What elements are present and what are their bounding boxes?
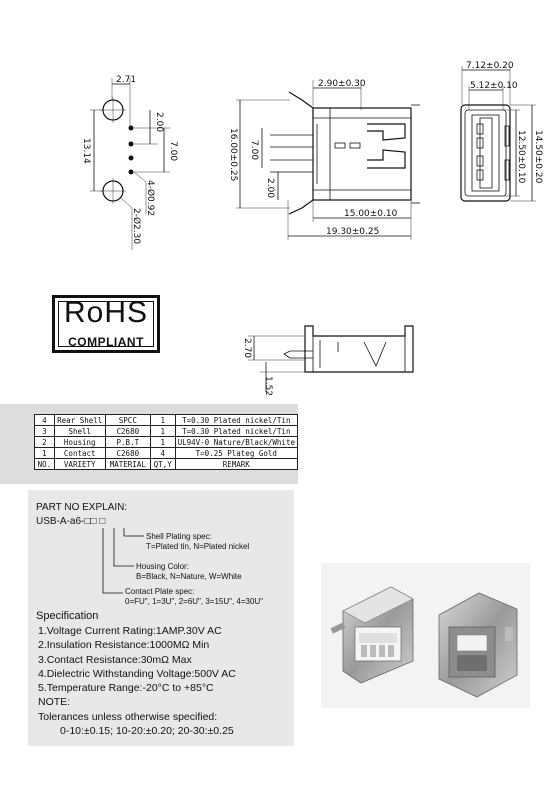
spec-item: 4.Dielectric Withstanding Voltage:500V A… <box>38 667 236 680</box>
bom-table-area: 4 Rear Shell SPCC 1 T=0.30 Plated nickel… <box>0 404 299 484</box>
table-cell: SPCC <box>104 414 151 426</box>
table-cell: 2 <box>34 436 55 448</box>
footprint-view: 2.71 2.00 7.00 13.14 4-Ø0.92 <box>81 75 178 250</box>
footprint-dim-height: 13.14 <box>81 138 91 164</box>
side-housing <box>312 107 412 201</box>
side-dim-len2: 19.30±0.25 <box>326 227 379 237</box>
table-header-cell: QT,Y <box>149 458 176 470</box>
table-cell: C2680 <box>104 447 151 459</box>
side-dim-span: 7.00 <box>249 140 259 160</box>
footprint-dim-span: 7.00 <box>168 141 178 161</box>
front-view: 7.12±0.20 5.12±0.10 12.50±0.10 14.50±0.2… <box>460 61 543 202</box>
pin-hole-3 <box>128 155 134 161</box>
pin-hole-2 <box>128 141 134 147</box>
spec-item: 3.Contact Resistance:30mΩ Max <box>38 653 192 666</box>
side-latch-top <box>288 91 314 109</box>
bom-table: 4 Rear Shell SPCC 1 T=0.30 Plated nickel… <box>34 414 299 470</box>
table-cell: T=0.30 Plated nickel/Tin <box>174 425 299 437</box>
front-dim-height-inner: 12.50±0.10 <box>516 130 526 184</box>
table-cell: T=0.25 Plateg Gold <box>174 447 299 459</box>
shell-plating-title: Shell Plating spec: <box>146 532 212 541</box>
product-photo <box>321 563 530 708</box>
front-dim-width-outer: 7.12±0.20 <box>466 61 514 71</box>
note-line: 0-10:±0.15; 10-20:±0.20; 20-30:±0.25 <box>60 725 234 738</box>
table-cell: UL94V-0 Nature/Black/White <box>174 436 299 448</box>
table-cell: Rear Shell <box>53 414 106 426</box>
front-shell <box>460 104 511 202</box>
front-opening <box>471 114 500 192</box>
table-cell: 4 <box>149 447 176 459</box>
table-cell: 1 <box>34 447 55 459</box>
side-dim-len1: 15.00±0.10 <box>344 209 398 219</box>
table-cell: C2680 <box>104 425 151 437</box>
part-no-code: USB-A-a6-□□ □ <box>36 516 106 527</box>
profile-body <box>304 325 414 373</box>
table-cell: 3 <box>34 425 55 437</box>
spec-title: Specification <box>36 610 99 622</box>
table-row: 2 Housing P.B.T 1 UL94V-0 Nature/Black/W… <box>34 436 299 448</box>
table-row: 4 Rear Shell SPCC 1 T=0.30 Plated nickel… <box>34 414 299 426</box>
front-tongue <box>479 117 493 189</box>
connector-photo-right <box>438 592 518 698</box>
contact-plate-values: 0=FU", 1=3U", 2=6U", 3=15U", 4=30U" <box>125 597 264 606</box>
part-no-title: PART NO EXPLAIN: <box>36 502 128 513</box>
part-no-leader-lines <box>102 528 144 594</box>
table-cell: 1 <box>149 425 176 437</box>
rohs-logo: RoHS COMPLIANT <box>52 295 160 353</box>
table-header-cell: MATERIAL <box>104 458 151 470</box>
note-line: Tolerances unless otherwise specified: <box>38 711 218 723</box>
table-cell: 4 <box>34 414 55 426</box>
spec-list: 1.Voltage Current Rating:1AMP.30V AC 2.I… <box>38 624 236 695</box>
shell-plating-values: T=Plated tin, N=Plated nickel <box>146 542 250 551</box>
side-view: 2.90±0.30 16.00±0.25 7.00 2. <box>228 79 420 240</box>
side-contact-top <box>367 123 406 141</box>
profile-dim-pin: 1.52 <box>263 376 273 396</box>
note-body: Tolerances unless otherwise specified: 0… <box>38 710 234 739</box>
side-latch-bottom <box>288 199 314 215</box>
connector-photo-left <box>330 586 414 684</box>
table-header-cell: NO. <box>34 458 55 470</box>
rohs-logo-border <box>58 301 154 347</box>
footprint-dim-mount-hole: 2-Ø2.30 <box>131 208 142 244</box>
footprint-dim-pin-hole: 4-Ø0.92 <box>145 180 156 216</box>
side-dim-height: 16.00±0.25 <box>228 128 238 181</box>
spec-panel: PART NO EXPLAIN: USB-A-a6-□□ □ Shell Pla… <box>28 490 294 746</box>
front-dim-width-inner: 5.12±0.10 <box>470 81 518 91</box>
table-header-cell: VARIETY <box>53 458 106 470</box>
footprint-dim-top: 2.71 <box>116 75 136 85</box>
contact-plate-title: Contact Plate spec: <box>125 587 195 596</box>
profile-view: 2.70 1.52 <box>242 325 414 396</box>
table-header-cell: REMARK <box>174 458 299 470</box>
side-dim-offset: 2.00 <box>265 178 275 198</box>
table-header-row: NO. VARIETY MATERIAL QT,Y REMARK <box>34 458 299 470</box>
note-title: NOTE: <box>38 696 71 708</box>
table-cell: Shell <box>53 425 106 437</box>
housing-color-title: Housing Color: <box>136 562 189 571</box>
footprint-dim-pitch: 2.00 <box>154 112 164 132</box>
spec-item: 2.Insulation Resistance:1000MΩ Min <box>38 639 210 652</box>
pin-hole-1 <box>128 125 134 131</box>
rohs-subtitle: COMPLIANT <box>68 335 144 349</box>
table-cell: 1 <box>149 436 176 448</box>
side-dim-top: 2.90±0.30 <box>318 79 366 89</box>
pin-hole-4 <box>128 169 134 175</box>
table-row: 1 Contact C2680 4 T=0.25 Plateg Gold <box>34 447 299 459</box>
table-cell: P.B.T <box>104 436 151 448</box>
table-cell: 1 <box>149 414 176 426</box>
side-contact-bottom <box>367 149 406 169</box>
front-dim-height-outer: 14.50±0.20 <box>533 130 543 184</box>
table-cell: Housing <box>53 436 106 448</box>
spec-item: 1.Voltage Current Rating:1AMP.30V AC <box>38 625 222 637</box>
spec-item: 5.Temperature Range:-20°C to +85°C <box>38 682 214 695</box>
table-cell: T=0.30 Plated nickel/Tin <box>174 414 299 426</box>
profile-dim-height: 2.70 <box>242 338 252 358</box>
table-row: 3 Shell C2680 1 T=0.30 Plated nickel/Tin <box>34 425 299 437</box>
rohs-title: RoHS <box>63 296 149 329</box>
table-cell: Contact <box>53 447 106 459</box>
housing-color-values: B=Black, N=Nature, W=White <box>136 572 242 581</box>
technical-drawing: 2.71 2.00 7.00 13.14 4-Ø0.92 <box>81 61 543 396</box>
